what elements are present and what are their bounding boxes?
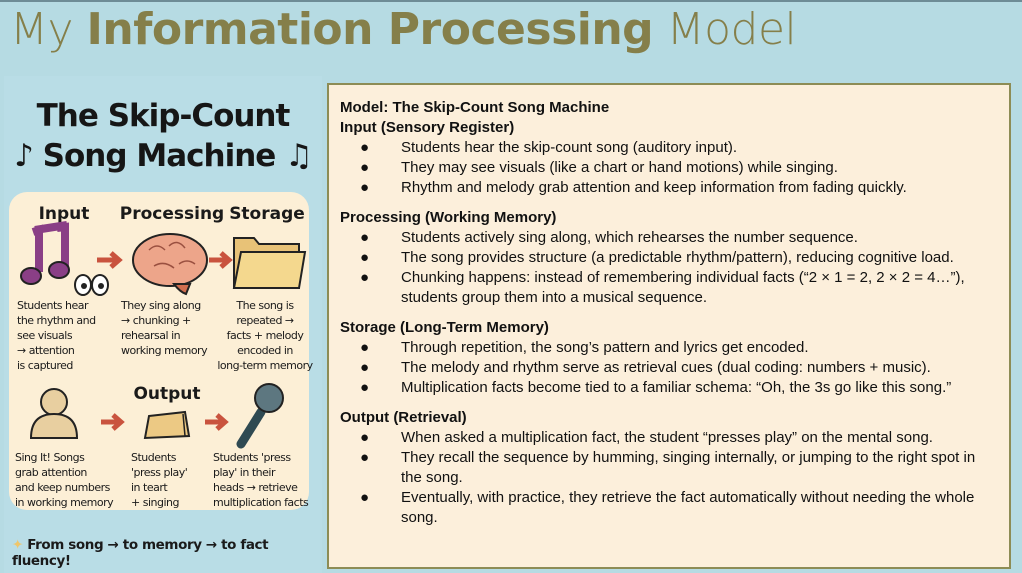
caption-input: Students hear the rhythm and see visuals… (17, 299, 96, 372)
arrow-icon (209, 251, 233, 269)
section-heading: Storage (Long-Term Memory) (340, 319, 549, 336)
section-heading: Output (Retrieval) (340, 409, 467, 426)
section-heading: Processing (Working Memory) (340, 209, 557, 226)
label-processing: Processing (119, 204, 225, 224)
list-item: ● They may see visuals (like a chart or h… (340, 158, 999, 178)
list-item: ● Students actively sing along, which reh… (340, 228, 999, 248)
bullet-icon: ● (360, 249, 370, 266)
person-icon (29, 388, 79, 439)
caption-sing: Sing It! Songs grab attention and keep n… (15, 451, 114, 509)
list-item-text: Students actively sing along, which rehe… (401, 229, 858, 246)
bullet-list: ● Students hear the skip-count song (audi… (340, 138, 999, 198)
caption-retrieve: Students 'press play' in their heads → r… (213, 451, 309, 509)
bullet-icon: ● (360, 269, 370, 286)
illustration-drawing (20, 221, 307, 449)
list-item: ● Eventually, with practice, they retriev… (340, 488, 999, 528)
caption-storage: The song is repeated → facts + melody en… (217, 299, 313, 372)
arrow-icon (101, 413, 125, 431)
list-item-text: They recall the sequence by humming, sin… (401, 449, 976, 486)
illustration-card: Input Processing Storage Output (9, 192, 313, 510)
list-item: ● The melody and rhythm serve as retrieva… (340, 358, 999, 378)
top-border (0, 0, 1022, 2)
list-item-text: The melody and rhythm serve as retrieval… (401, 359, 931, 376)
bullet-icon: ● (360, 429, 370, 446)
list-item-text: They may see visuals (like a chart or ha… (401, 159, 838, 176)
bullet-icon: ● (360, 159, 370, 176)
brain-icon (132, 233, 208, 296)
list-item: ● Rhythm and melody grab attention and ke… (340, 178, 999, 198)
bullet-icon: ● (360, 379, 370, 396)
play-button-icon (143, 410, 191, 440)
section-heading: Input (Sensory Register) (340, 119, 515, 136)
label-output: Output (133, 384, 201, 404)
list-item: ● The song provides structure (a predicta… (340, 248, 999, 268)
list-item-text: Multiplication facts become tied to a fa… (401, 379, 952, 396)
model-title: Model: The Skip-Count Song Machine (340, 99, 610, 116)
bullet-list: ● When asked a multiplication fact, the s… (340, 428, 999, 528)
illustration-footer: ✦ From song → to memory → to fact fluenc… (12, 537, 269, 569)
list-item: ● Through repetition, the song’s pattern … (340, 338, 999, 358)
list-item: ● When asked a multiplication fact, the s… (340, 428, 999, 448)
list-item-text: Rhythm and melody grab attention and kee… (401, 179, 907, 196)
caption-press-play: Students 'press play' in teart + singing (131, 451, 188, 509)
list-item-text: Chunking happens: instead of remembering… (401, 269, 965, 306)
arrow-icon (97, 251, 123, 269)
bullet-list: ● Students actively sing along, which reh… (340, 228, 999, 308)
bullet-list: ● Through repetition, the song’s pattern … (340, 338, 999, 398)
section-storage: Storage (Long-Term Memory) ● Through repet… (340, 318, 999, 398)
music-note-icon (20, 221, 70, 285)
list-item-text: The song provides structure (a predictab… (401, 249, 954, 266)
illustration-title-line1: The Skip-Count (36, 98, 291, 134)
list-item: ● Chunking happens: instead of rememberin… (340, 268, 999, 308)
bullet-icon: ● (360, 139, 370, 156)
bullet-icon: ● (360, 489, 370, 506)
list-item-text: Through repetition, the song’s pattern a… (401, 339, 809, 356)
bullet-icon: ● (360, 359, 370, 376)
folder-icon (232, 237, 307, 289)
illustration: The Skip-Count ♪ Song Machine ♫ Input Pr… (4, 76, 322, 573)
list-item-text: Eventually, with practice, they retrieve… (401, 489, 975, 526)
list-item-text: When asked a multiplication fact, the st… (401, 429, 933, 446)
arrow-icon (205, 413, 229, 431)
bullet-icon: ● (360, 229, 370, 246)
sparkle-icon: ✦ (12, 537, 28, 553)
label-storage: Storage (229, 204, 305, 224)
caption-processing: They sing along → chunking + rehearsal i… (121, 299, 208, 357)
list-item: ● They recall the sequence by humming, si… (340, 448, 999, 488)
bullet-icon: ● (360, 449, 370, 466)
list-item: ● Multiplication facts become tied to a f… (340, 378, 999, 398)
section-output: Output (Retrieval) ● When asked a multipli… (340, 408, 999, 528)
section-processing: Processing (Working Memory) ● Students act… (340, 208, 999, 308)
model-panel: Model: The Skip-Count Song Machine Input… (327, 83, 1011, 569)
list-item-text: Students hear the skip-count song (audit… (401, 139, 738, 156)
bullet-icon: ● (360, 179, 370, 196)
slide-title: My Information Processing Model (10, 4, 797, 55)
bullet-icon: ● (360, 339, 370, 356)
illustration-title-line2: ♪ Song Machine ♫ (14, 138, 313, 174)
section-input: Input (Sensory Register) ● Students hear t… (340, 118, 999, 198)
microphone-icon (236, 383, 284, 449)
eyes-icon (74, 274, 109, 296)
list-item: ● Students hear the skip-count song (audi… (340, 138, 999, 158)
label-input: Input (38, 204, 90, 224)
